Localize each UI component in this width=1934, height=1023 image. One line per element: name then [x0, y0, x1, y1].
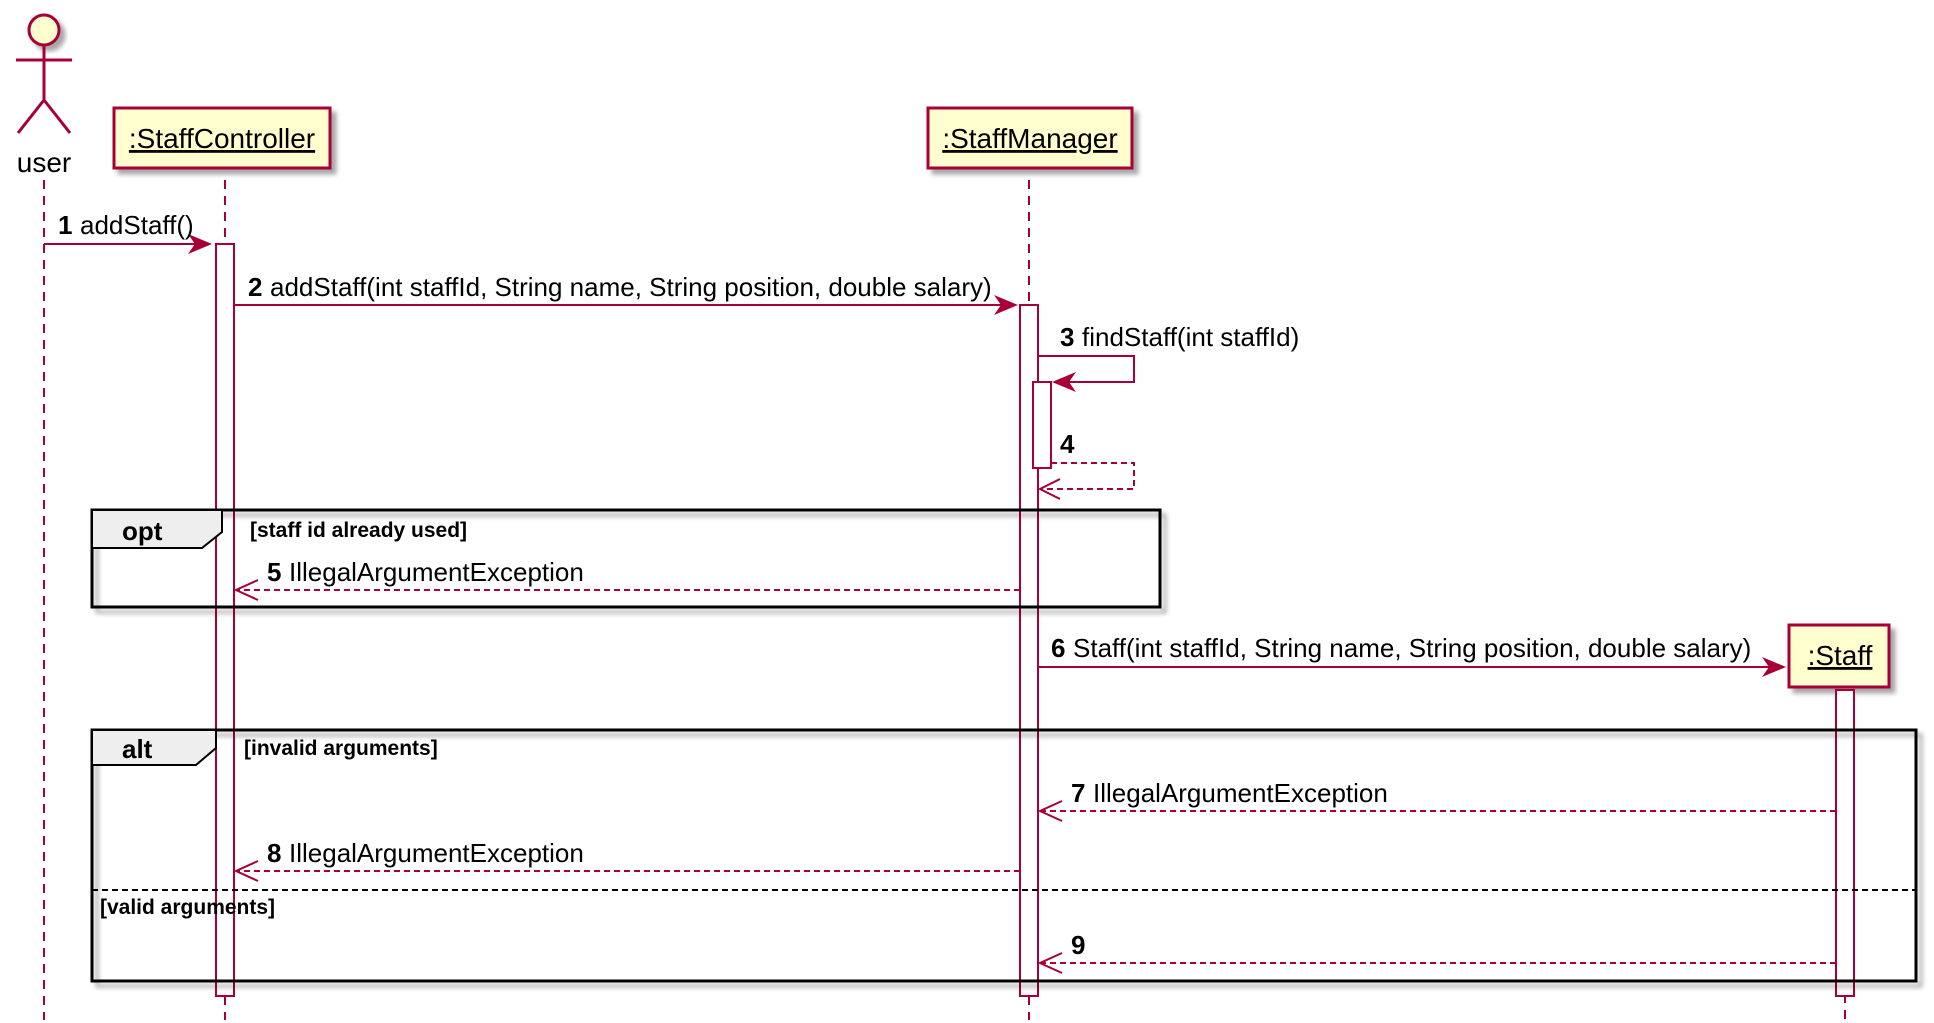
- message-label: Staff(int staffId, String name, String p…: [1073, 633, 1751, 663]
- participant-staff-controller: :StaffController: [112, 106, 332, 170]
- staff-activation: [1835, 689, 1855, 997]
- message-number: 3: [1060, 322, 1074, 352]
- message-number: 7: [1071, 778, 1085, 808]
- controller-activation: [215, 243, 235, 997]
- message-5: 5 IllegalArgumentException: [233, 557, 1020, 601]
- fragment-guard: [invalid arguments]: [244, 737, 438, 760]
- message-6: 6 Staff(int staffId, String name, String…: [1038, 633, 1786, 677]
- participant-staff: :Staff: [1787, 623, 1891, 689]
- message-3: 3 findStaff(int staffId): [1038, 322, 1299, 392]
- message-4: 4: [1037, 429, 1135, 500]
- participant-label: :StaffManager: [942, 123, 1117, 154]
- fragment-else-guard: [valid arguments]: [100, 896, 275, 919]
- message-number: 9: [1071, 930, 1085, 960]
- message-label: addStaff(int staffId, String name, Strin…: [270, 272, 992, 302]
- message-label: addStaff(): [80, 210, 194, 240]
- participant-label: :Staff: [1808, 640, 1873, 671]
- activations: [215, 243, 1855, 997]
- message-label: IllegalArgumentException: [289, 557, 584, 587]
- actor-head-icon: [27, 13, 61, 47]
- participant-staff-manager: :StaffManager: [926, 106, 1134, 170]
- actor-label: user: [17, 147, 71, 178]
- opt-fragment: opt [staff id already used]: [90, 508, 1162, 609]
- message-number: 1: [58, 210, 72, 240]
- message-number: 4: [1060, 429, 1075, 459]
- message-1: 1 addStaff(): [44, 210, 212, 254]
- message-7: 7 IllegalArgumentException: [1037, 778, 1836, 822]
- message-label: IllegalArgumentException: [289, 838, 584, 868]
- message-9: 9: [1037, 930, 1836, 974]
- alt-fragment: alt [invalid arguments] [valid arguments…: [90, 728, 1918, 983]
- message-number: 8: [267, 838, 281, 868]
- fragment-guard: [staff id already used]: [250, 519, 467, 542]
- message-number: 5: [267, 557, 281, 587]
- message-number: 2: [248, 272, 262, 302]
- message-2: 2 addStaff(int staffId, String name, Str…: [234, 272, 1018, 315]
- manager-activation: [1019, 304, 1039, 997]
- message-label: IllegalArgumentException: [1093, 778, 1388, 808]
- message-8: 8 IllegalArgumentException: [233, 838, 1020, 882]
- fragment-kind: alt: [122, 734, 153, 764]
- fragment-kind: opt: [122, 516, 163, 546]
- message-number: 6: [1051, 633, 1065, 663]
- user-actor: [16, 13, 72, 134]
- manager-nested-activation: [1032, 381, 1052, 469]
- message-label: findStaff(int staffId): [1082, 322, 1299, 352]
- participant-label: :StaffController: [129, 123, 315, 154]
